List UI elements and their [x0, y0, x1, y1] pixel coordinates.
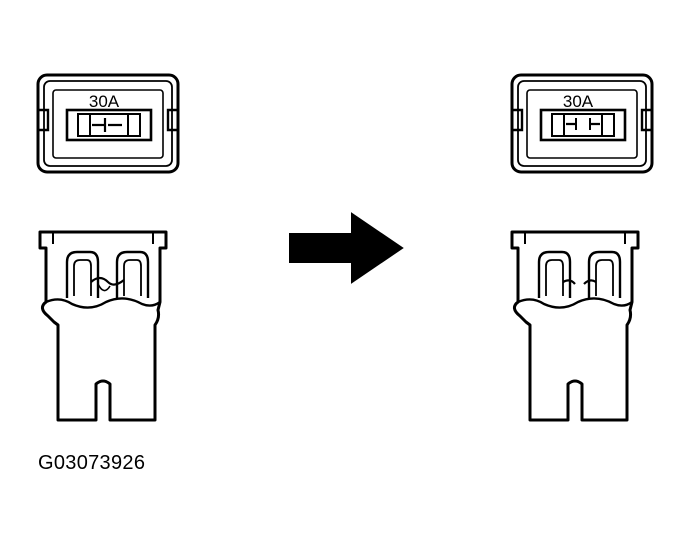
- left-fuse-top-view: 30A: [36, 73, 180, 174]
- left-fuse-rating: 30A: [89, 92, 120, 111]
- right-fuse-side-view: [510, 230, 640, 422]
- figure-reference-code: G03073926: [38, 452, 146, 474]
- right-fuse-rating: 30A: [563, 92, 594, 111]
- arrow-right-icon: [289, 212, 404, 284]
- left-fuse-side-view: [38, 230, 168, 422]
- right-fuse-top-view: 30A: [510, 73, 654, 174]
